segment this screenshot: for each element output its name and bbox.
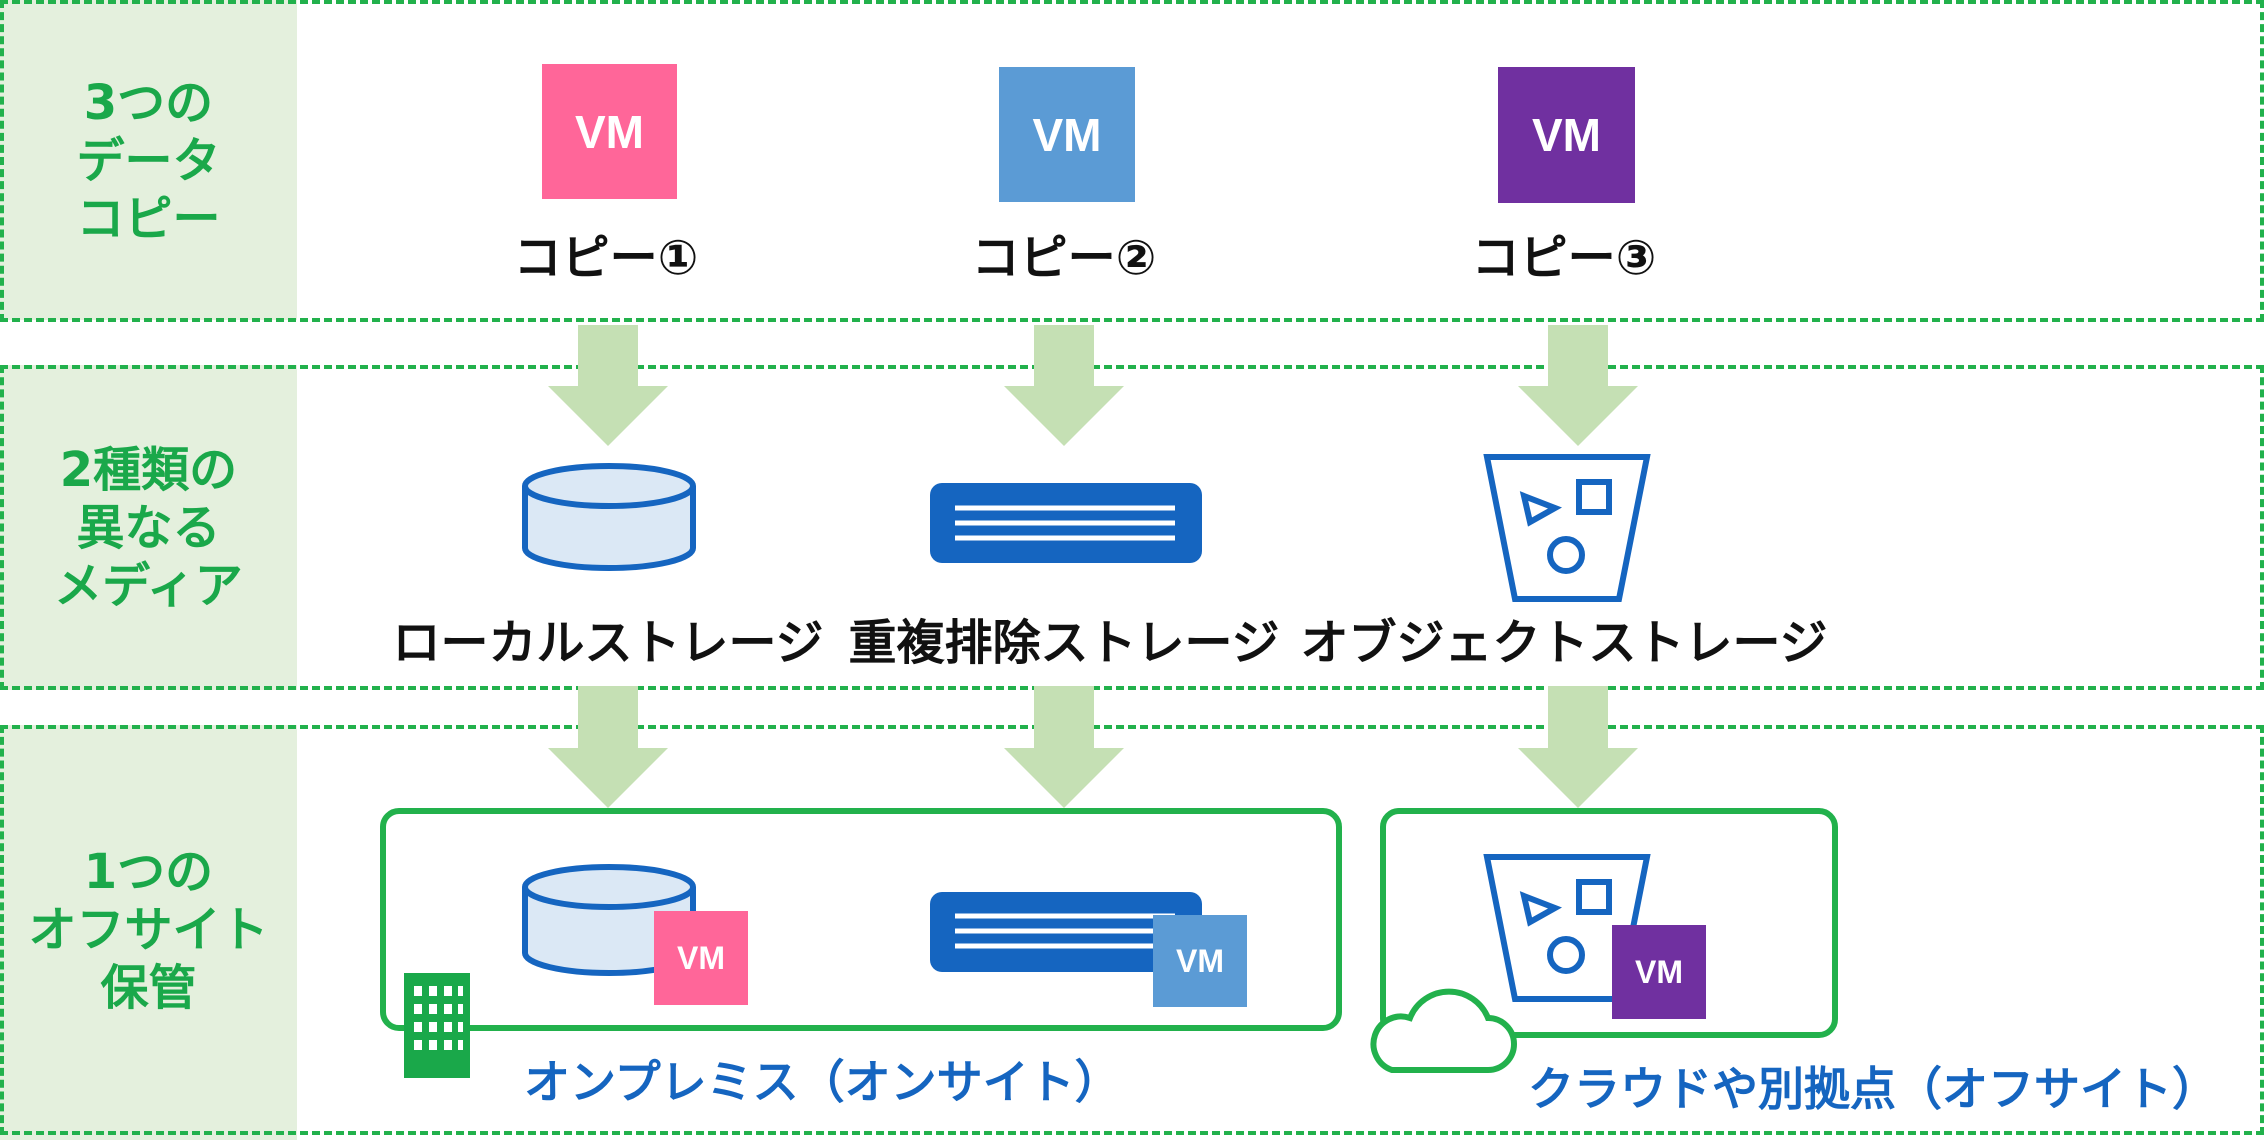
band-3-label-bg — [0, 725, 297, 1140]
arrow-down-icon — [1004, 325, 1124, 446]
vm-box-copy-1: VM — [542, 64, 677, 199]
arrow-down-icon — [1004, 686, 1124, 808]
dedupe-storage-icon — [930, 892, 1202, 972]
offsite-label: クラウドや別拠点（オフサイト） — [1528, 1062, 2218, 1116]
band-label-media: 2種類の 異なる メディア — [54, 441, 243, 614]
vm-box-onsite-dedupe: VM — [1153, 915, 1247, 1007]
media-dedupe-caption: 重複排除ストレージ — [848, 615, 1280, 671]
vm-box-copy-2: VM — [999, 67, 1135, 202]
onsite-box — [380, 808, 1342, 1031]
local-storage-icon — [522, 864, 696, 976]
media-local-caption: ローカルストレージ — [392, 615, 824, 671]
vm-box-copy-3: VM — [1498, 67, 1635, 203]
building-icon — [404, 973, 470, 1078]
arrow-down-icon — [1518, 325, 1638, 446]
dedupe-storage-icon — [930, 483, 1202, 563]
copy-1-caption: コピー① — [513, 230, 699, 286]
copy-3-caption: コピー③ — [1471, 230, 1657, 286]
band-1-label-bg — [0, 0, 297, 320]
offsite-box — [1380, 808, 1838, 1038]
cloud-icon — [1370, 988, 1517, 1073]
onsite-label: オンプレミス（オンサイト） — [524, 1055, 1121, 1109]
arrow-down-icon — [548, 325, 668, 446]
band-data-copies — [0, 0, 2264, 322]
band-media — [0, 365, 2264, 690]
band-label-copies: 3つの データ コピー — [76, 75, 221, 247]
vm-box-offsite-object: VM — [1612, 925, 1706, 1019]
arrow-down-icon — [548, 686, 668, 808]
local-storage-icon — [522, 463, 696, 571]
band-2-label-bg — [0, 365, 297, 690]
vm-box-onsite-local: VM — [654, 911, 748, 1005]
band-label-offsite: 1つの オフサイト 保管 — [28, 844, 269, 1016]
band-offsite — [0, 725, 2264, 1135]
copy-2-caption: コピー② — [971, 230, 1157, 286]
arrow-down-icon — [1518, 686, 1638, 808]
object-storage-icon — [1483, 454, 1651, 602]
media-object-caption: オブジェクトストレージ — [1300, 615, 1828, 671]
